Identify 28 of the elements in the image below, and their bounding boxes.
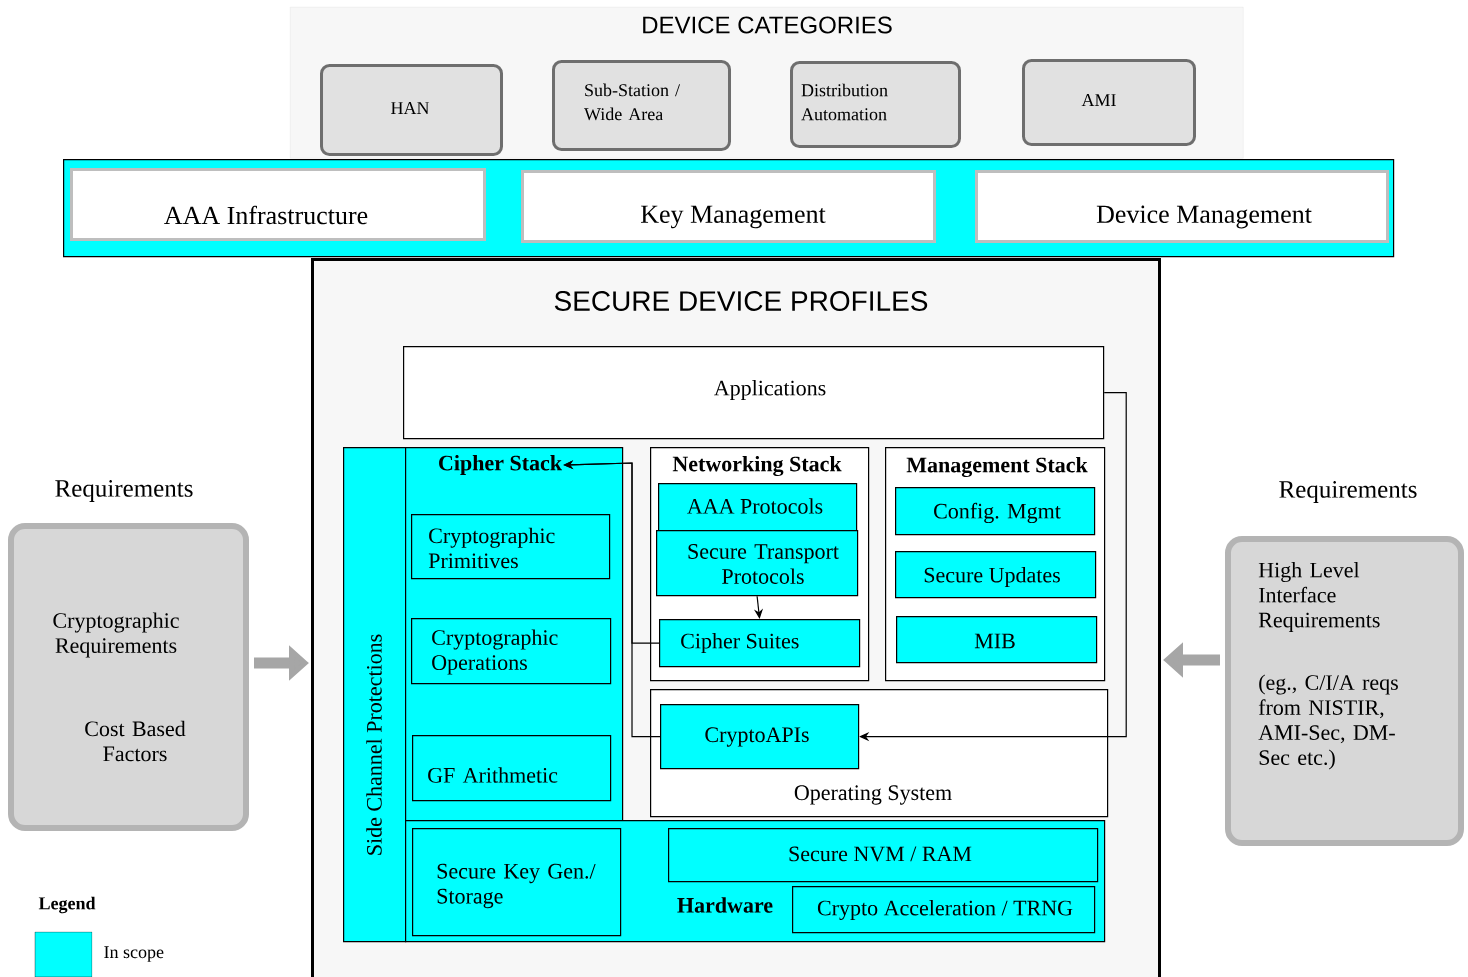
component-box: Secure Key Gen./ Storage: [412, 828, 622, 937]
component-box: MIB: [896, 616, 1098, 664]
legend-title: Legend: [38, 896, 96, 914]
component-box: GF Arithmetic: [412, 735, 612, 802]
component-box: Cipher Suites: [659, 619, 861, 668]
legend-label: In scope: [104, 946, 164, 962]
category-button: Distribution Automation: [790, 61, 961, 148]
side-channel-column: Side Channel Protections: [343, 447, 407, 943]
component-box: Secure NVM / RAM: [668, 828, 1099, 883]
category-button: Sub-Station / Wide Area: [552, 60, 731, 151]
layer-box: Applications: [403, 346, 1105, 440]
service-box: Key Management: [521, 170, 936, 243]
category-button: AMI: [1022, 59, 1196, 146]
service-box: AAA Infrastructure: [70, 168, 486, 241]
component-box: Secure Transport Protocols: [656, 530, 859, 597]
node-label: Requirements: [55, 480, 193, 502]
component-box: Cryptographic Primitives: [411, 514, 611, 580]
component-box: CryptoAPIs: [660, 704, 860, 770]
node-label: Requirements: [1279, 481, 1417, 503]
component-box: AAA Protocols: [658, 483, 858, 532]
service-box: Device Management: [975, 170, 1389, 243]
component-box: Cryptographic Operations: [411, 618, 612, 685]
component-box: Secure Updates: [895, 551, 1097, 599]
category-button: HAN: [320, 64, 503, 156]
component-box: Crypto Acceleration / TRNG: [792, 886, 1096, 934]
requirements-card: Requirements High Level Interface Requirements (eg., C/I/A reqs from NISTIR, AMI-Sec, DM-Sec etc.): [1225, 481, 1464, 846]
requirements-card: Requirements Cryptographic Requirements Cost Based Factors: [8, 480, 249, 831]
component-box: Config. Mgmt: [895, 487, 1096, 536]
